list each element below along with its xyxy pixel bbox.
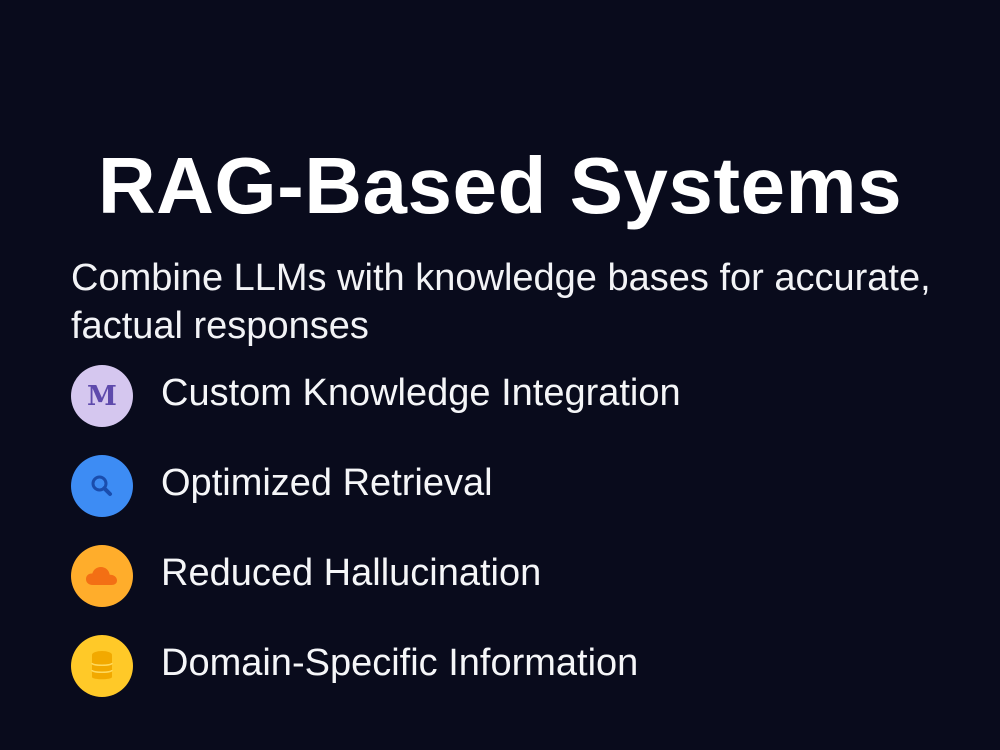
cloud-icon — [71, 545, 133, 607]
feature-item-optimized-retrieval: Optimized Retrieval — [71, 455, 971, 517]
slide-subtitle: Combine LLMs with knowledge bases for ac… — [71, 257, 931, 347]
feature-label: Reduced Hallucination — [161, 552, 542, 594]
letter-m-icon: M — [71, 365, 133, 427]
feature-item-domain-specific-information: Domain-Specific Information — [71, 635, 971, 697]
svg-text:M: M — [87, 381, 117, 411]
feature-item-reduced-hallucination: Reduced Hallucination — [71, 545, 971, 607]
database-icon — [71, 635, 133, 697]
feature-label: Domain-Specific Information — [161, 642, 639, 684]
feature-list: M Custom Knowledge Integration Optimized… — [71, 365, 971, 697]
feature-item-custom-knowledge-integration: M Custom Knowledge Integration — [71, 365, 971, 427]
feature-label: Optimized Retrieval — [161, 462, 493, 504]
feature-label: Custom Knowledge Integration — [161, 372, 681, 414]
slide-title: RAG-Based Systems — [97, 140, 903, 230]
search-icon — [71, 455, 133, 517]
